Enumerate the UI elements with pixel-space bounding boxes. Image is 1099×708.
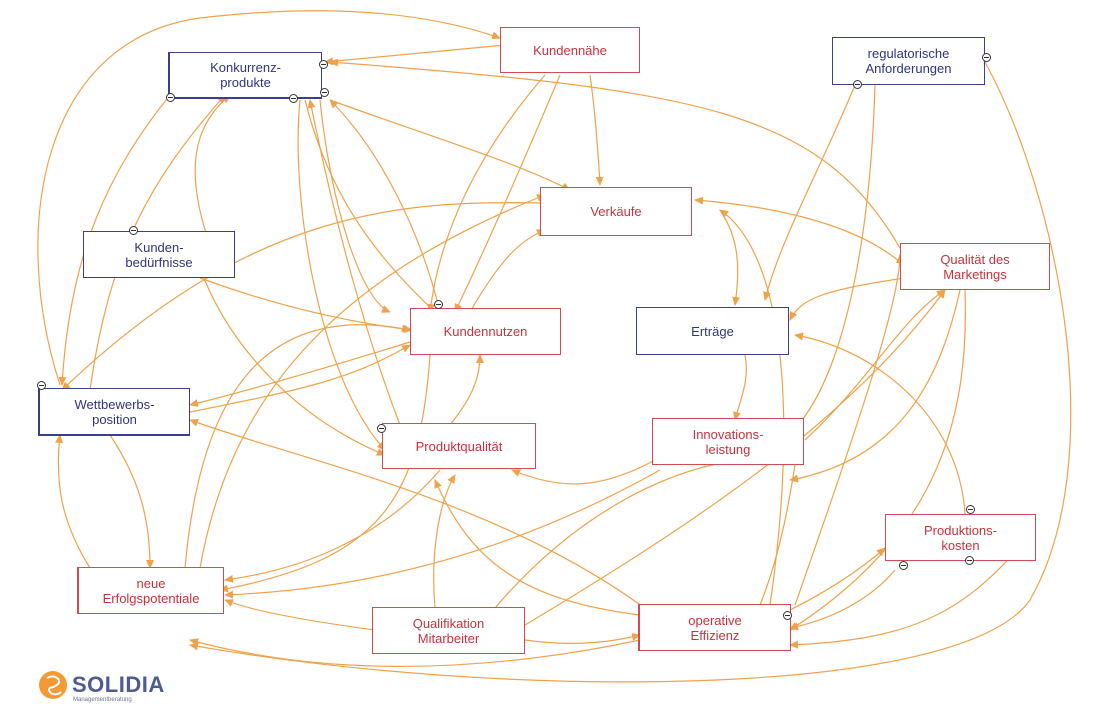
node-neue-erfolgspotentiale: neue Erfolgspotentiale [77,567,224,614]
link-arrow [433,474,456,609]
negative-link-marker [965,556,974,565]
link-arrow [789,569,896,631]
link-arrow [794,254,904,606]
node-operative-effizienz: operative Effizienz [638,604,791,651]
link-arrow [789,289,967,631]
negative-link-marker [377,424,386,433]
node-verkaeufe: Verkäufe [540,187,692,236]
negative-link-marker [783,611,792,620]
link-arrow [189,341,411,407]
node-produktionskosten: Produktions- kosten [885,514,1036,561]
link-arrow [189,344,411,413]
negative-link-marker [37,381,46,390]
link-arrow [189,638,641,667]
logo-name: SOLIDIA [72,672,165,697]
link-arrow [733,354,747,421]
node-qualitaet-des-marketings: Qualität des Marketings [900,243,1050,290]
node-konkurrenzprodukte: Konkurrenz- produkte [168,52,322,99]
node-wettbewerbsposition: Wettbewerbs- position [38,388,190,436]
node-kundennaehe: Kundennähe [500,27,640,73]
link-arrow [789,539,1026,649]
node-ertraege: Erträge [636,307,789,355]
link-arrow [224,469,441,583]
link-arrow [789,277,906,321]
link-arrow [89,94,226,391]
link-arrow [454,74,561,313]
link-arrow [189,61,1072,683]
solidia-logo-icon [39,671,67,699]
negative-link-marker [982,53,991,62]
negative-link-marker [853,80,862,89]
link-arrow [58,94,171,386]
link-arrow [324,44,506,66]
link-arrow [304,99,436,313]
negative-link-marker [899,561,908,570]
link-arrow [184,324,411,569]
link-arrow [719,209,741,306]
node-kundennutzen: Kundennutzen [410,308,561,355]
link-arrow [494,457,741,609]
negative-link-marker [129,226,138,235]
link-arrow [307,99,401,426]
negative-link-marker [434,300,443,309]
link-arrow [804,289,946,441]
link-arrow [511,459,656,485]
node-regulatorische-anforderungen: regulatorische Anforderungen [832,37,985,85]
link-arrow [224,599,376,631]
link-arrow [427,74,546,313]
link-arrow [199,194,546,569]
link-arrow [524,289,946,626]
link-arrow [789,289,961,483]
link-arrow [329,58,901,249]
node-kundenbeduerfnisse: Kunden- bedürfnisse [83,231,235,278]
link-arrow [219,354,431,593]
negative-link-marker [289,94,298,103]
link-arrow [469,229,546,313]
negative-link-marker [966,505,975,514]
link-arrow [794,332,966,516]
link-arrow [779,84,876,443]
solidia-logo: SOLIDIA Managementberatung [38,664,188,708]
negative-link-marker [320,88,329,97]
link-arrow [329,99,441,313]
link-arrow [109,434,154,569]
node-qualifikation-mitarbeiter: Qualifikation Mitarbeiter [372,607,525,654]
node-produktqualitaet: Produktqualität [382,423,536,469]
link-arrow [55,434,91,569]
link-arrow [199,277,413,334]
negative-link-marker [166,93,175,102]
link-arrow [589,74,604,186]
link-arrow [319,99,391,313]
link-arrow [199,267,386,456]
link-arrow [524,633,641,644]
logo-subtitle: Managementberatung [73,697,132,703]
link-arrow [189,418,651,613]
link-arrow [329,99,571,191]
link-arrow [449,354,484,426]
link-arrow [434,479,641,616]
node-innovationsleistung: Innovations- leistung [652,418,804,465]
link-arrow [694,196,901,263]
link-arrow [297,99,386,451]
link-arrow [61,202,544,391]
link-arrow [224,469,661,599]
link-arrow [763,84,856,301]
link-arrow [37,10,501,386]
link-arrow [194,94,231,246]
link-arrow [789,547,886,611]
negative-link-marker [319,60,328,69]
